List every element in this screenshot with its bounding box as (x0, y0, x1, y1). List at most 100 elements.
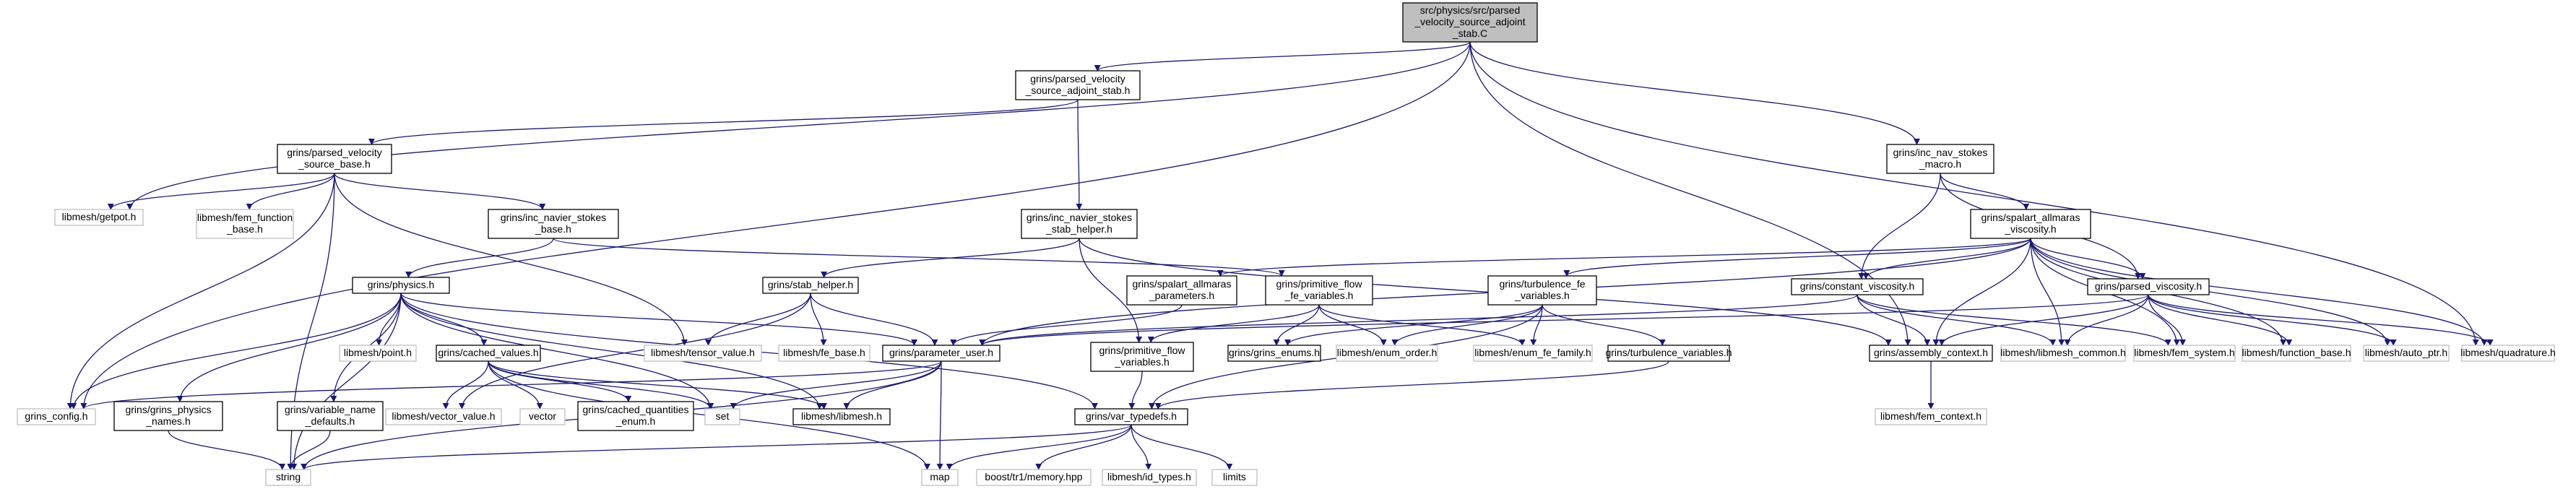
node-incnsm[interactable]: grins/inc_nav_stokes_macro.h (1886, 144, 1994, 174)
node-label: libmesh/id_types.h (1107, 471, 1191, 482)
node-label: grins/parameter_user.h (889, 347, 993, 358)
node-label: vector (529, 410, 556, 422)
node-label: grins/primitive_flow (1099, 345, 1185, 356)
node-label: grins/assembly_context.h (1874, 347, 1988, 358)
edge-pvsb-to-femfb (246, 173, 335, 210)
node-label: grins/spalart_allmaras (1981, 212, 2080, 223)
node-label: _velocity_source_adjoint (1414, 16, 1525, 27)
edge-parsedv-to-asmctx (1938, 294, 2149, 346)
node-varnamedef[interactable]: grins/variable_name_defaults.h (277, 401, 384, 431)
node-libmesh[interactable]: libmesh/libmesh.h (792, 408, 891, 425)
node-grinsconfig: grins_config.h (17, 408, 96, 425)
node-parsedv[interactable]: grins/parsed_viscosity.h (2087, 278, 2210, 295)
node-label: src/physics/src/parsed (1420, 4, 1520, 16)
node-spap[interactable]: grins/spalart_allmaras_parameters.h (1126, 275, 1237, 306)
node-pfv[interactable]: grins/primitive_flow_variables.h (1090, 342, 1194, 372)
node-incnsb[interactable]: grins/inc_navier_stokes_base.h (488, 209, 619, 239)
node-spav[interactable]: grins/spalart_allmaras_viscosity.h (1970, 209, 2091, 239)
node-turbfev[interactable]: grins/turbulence_fe_variables.h (1487, 275, 1597, 306)
edge-pffv-to-grinsenums (1273, 304, 1320, 346)
edge-incnssh-to-pfv (1079, 238, 1143, 343)
node-box (976, 469, 1092, 486)
node-turbvar[interactable]: grins/turbulence_variables.h (1605, 345, 1732, 362)
edge-turbfev-to-turbvar (1542, 304, 1666, 346)
edge-stabh-to-vecval (458, 293, 811, 410)
node-label: grins/cached_values.h (438, 347, 538, 358)
node-label: libmesh/libmesh.h (801, 410, 882, 422)
node-box (1791, 278, 1924, 295)
node-idtypes: libmesh/id_types.h (1102, 469, 1197, 486)
node-box (1090, 342, 1194, 372)
node-paramuser[interactable]: grins/parameter_user.h (882, 345, 1000, 362)
node-gpnames[interactable]: grins/grins_physics_names.h (113, 401, 223, 431)
node-asmctx[interactable]: grins/assembly_context.h (1869, 345, 1993, 362)
edge-stabh-to-tensorval (704, 293, 811, 346)
edge-physics-to-cachedvals (400, 293, 488, 346)
edge-turbfev-to-enumorder (1391, 304, 1543, 346)
node-box (54, 209, 144, 226)
edge-pvsb-to-getpot (107, 173, 335, 210)
node-label: _fe_variables.h (1284, 290, 1354, 301)
edge-incnsb-to-physics (405, 238, 554, 278)
node-cqenum[interactable]: grins/cached_quantities_enum.h (577, 401, 694, 431)
node-physics[interactable]: grins/physics.h (352, 277, 450, 294)
node-point: libmesh/point.h (339, 345, 417, 362)
node-vartypedefs[interactable]: grins/var_typedefs.h (1074, 408, 1188, 425)
node-label: grins/constant_viscosity.h (1800, 280, 1914, 292)
node-incnssh[interactable]: grins/inc_navier_stokes_stab_helper.h (1021, 209, 1138, 239)
edge-stabh-to-paramuser (810, 293, 938, 346)
edge-constv-to-paramuser (979, 294, 1858, 346)
node-pvsas[interactable]: grins/parsed_velocity_source_adjoint_sta… (1015, 70, 1141, 100)
edge-cachedvals-to-vecval (442, 360, 489, 410)
node-box (1886, 144, 1994, 174)
node-label: grins/primitive_flow (1276, 278, 1362, 290)
node-box (519, 408, 566, 425)
node-label: libmesh/enum_order.h (1337, 347, 1438, 358)
node-box (277, 401, 384, 431)
node-string: string (265, 469, 311, 486)
node-label: string (276, 471, 301, 482)
node-label: _enum.h (615, 415, 655, 427)
edge-pfv-to-vartypedefs (1128, 371, 1143, 410)
edge-paramuser-to-libmesh (843, 360, 942, 410)
edge-pvsb-to-incnsb (334, 173, 546, 210)
node-stabh[interactable]: grins/stab_helper.h (762, 277, 859, 294)
edge-vartypedefs-to-map (946, 424, 1132, 470)
node-label: grins/physics.h (368, 279, 435, 290)
node-febase: libmesh/fe_base.h (778, 345, 870, 362)
node-map: map (921, 469, 959, 486)
node-label: grins/inc_navier_stokes (1026, 212, 1132, 223)
node-box (1102, 469, 1197, 486)
node-box (436, 345, 541, 362)
node-label: libmesh/fem_function (197, 212, 293, 223)
node-constv[interactable]: grins/constant_viscosity.h (1791, 278, 1924, 295)
node-grinsenums[interactable]: grins/grins_enums.h (1227, 345, 1321, 362)
edge-parsedv-to-femsys (2148, 294, 2186, 346)
node-box (778, 345, 870, 362)
node-label: libmesh/tensor_value.h (651, 347, 755, 358)
node-label: grins/stab_helper.h (768, 279, 853, 290)
node-box (1021, 209, 1138, 239)
node-pvsb[interactable]: grins/parsed_velocity_source_base.h (277, 144, 392, 174)
node-label: boost/tr1/memory.hpp (985, 471, 1082, 482)
node-label: libmesh/fe_base.h (783, 347, 865, 358)
edge-paramuser-to-grinsconfig (80, 360, 942, 410)
node-box (882, 345, 1000, 362)
edge-cachedvals-to-libmesh (488, 360, 827, 410)
node-pffv[interactable]: grins/primitive_flow_fe_variables.h (1265, 275, 1373, 306)
node-label: _base.h (226, 223, 263, 235)
node-label: libmesh/enum_fe_family.h (1474, 347, 1591, 358)
node-cachedvals[interactable]: grins/cached_values.h (436, 345, 541, 362)
edge-root-to-grinsconfig (80, 41, 1471, 410)
edge-constv-to-asmctx (1857, 294, 1931, 346)
edge-turbvar-to-vartypedefs (1154, 360, 1669, 410)
edge-pvsb-to-tensorval (334, 173, 688, 346)
node-box (577, 401, 694, 431)
edge-root-to-pvsas (1094, 41, 1471, 72)
node-label: grins_config.h (25, 410, 87, 422)
node-root[interactable]: src/physics/src/parsed_velocity_source_a… (1402, 2, 1538, 43)
node-label: libmesh/point.h (344, 347, 412, 358)
node-label: _names.h (145, 415, 190, 427)
node-label: libmesh/quadrature.h (2460, 347, 2556, 358)
